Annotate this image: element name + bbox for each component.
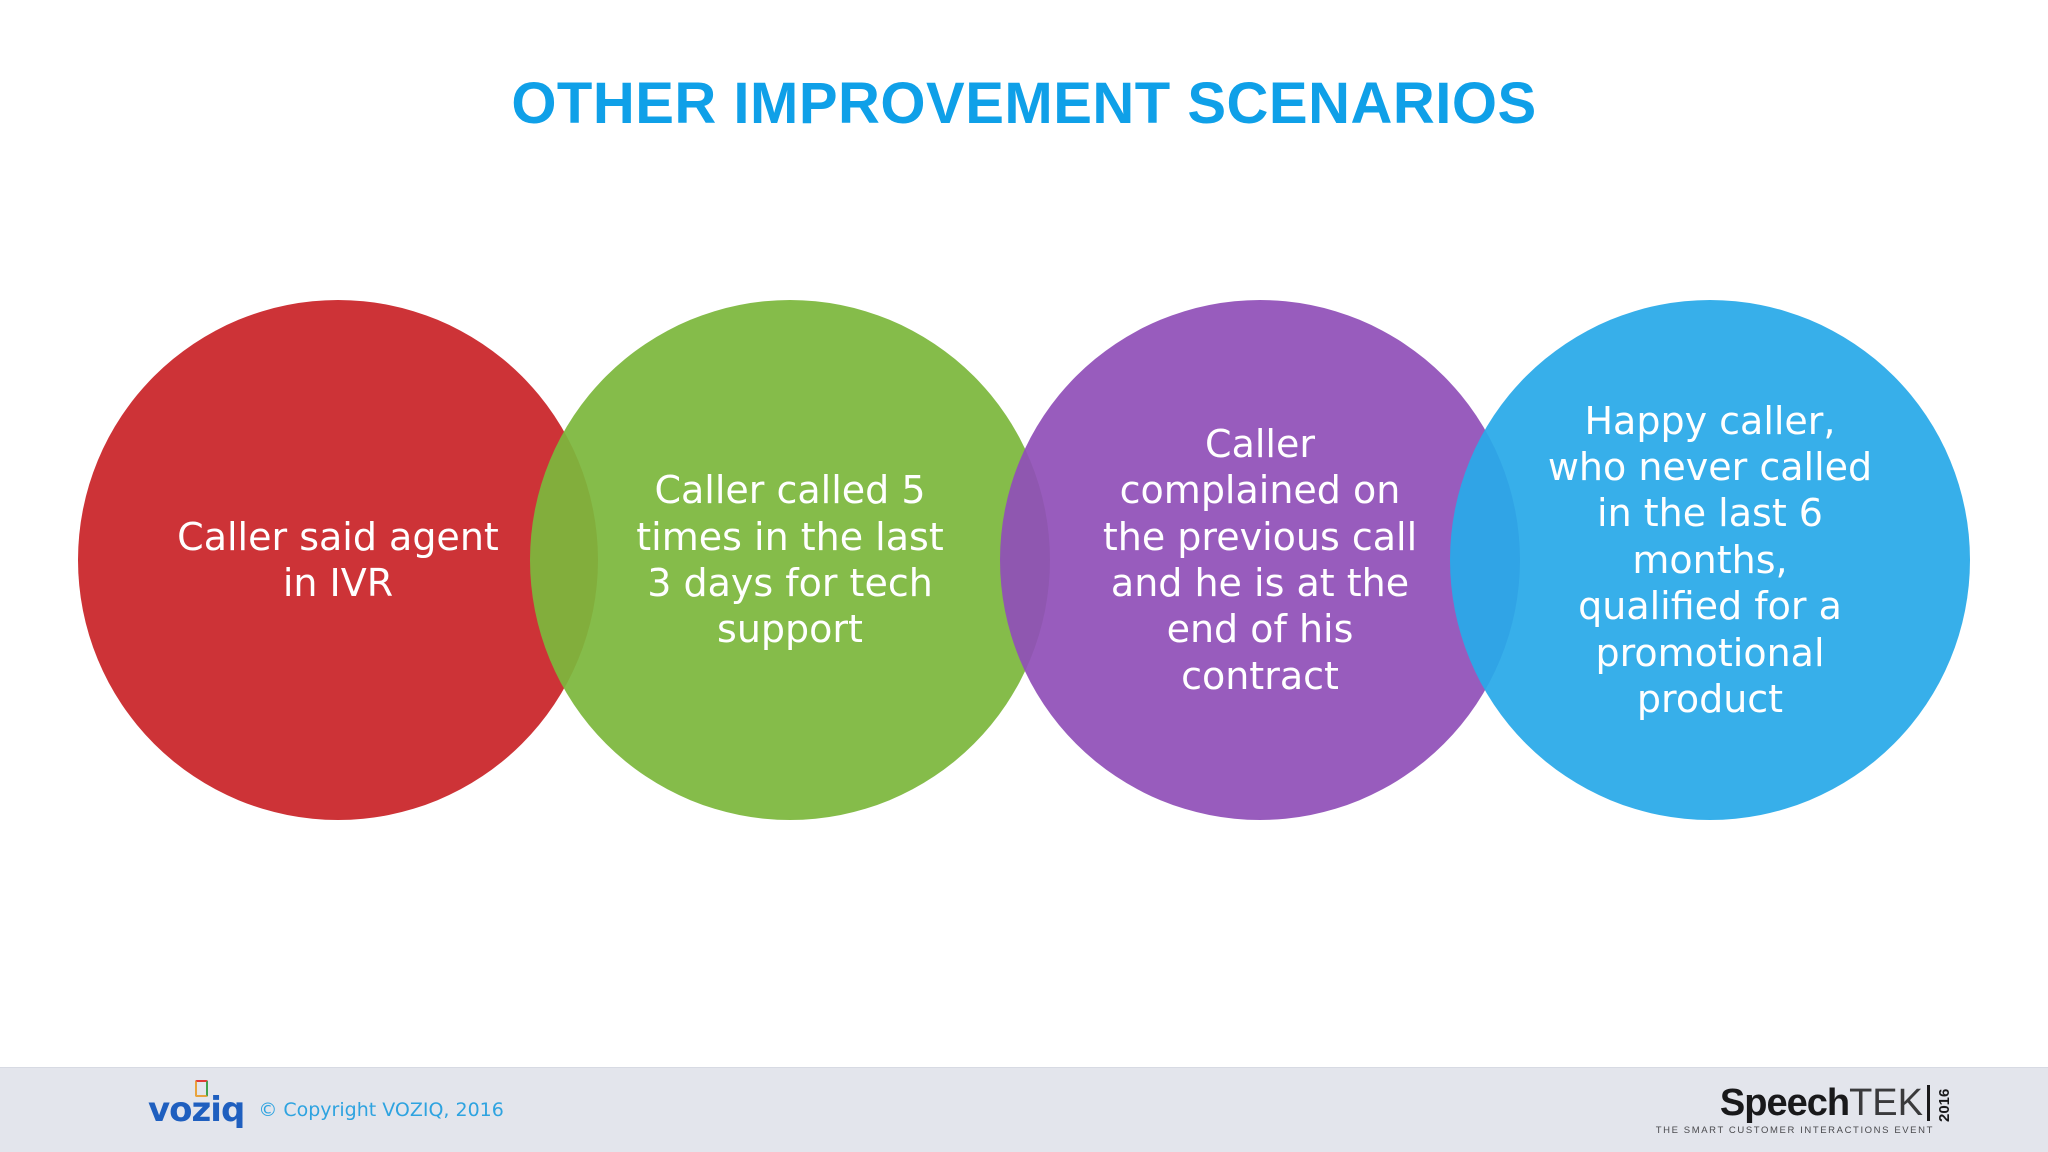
venn-circle-red-label: Caller said agent in IVR [177, 514, 499, 605]
venn-circle-green[interactable]: Caller called 5 times in the last 3 days… [530, 300, 1050, 820]
venn-diagram: Caller said agent in IVR Caller called 5… [0, 290, 2048, 830]
venn-circle-blue[interactable]: Happy caller, who never called in the la… [1450, 300, 1970, 820]
speechtek-light-part: TEK [1849, 1082, 1923, 1124]
speechtek-wordmark: Speech TEK 2016 [1656, 1082, 1953, 1124]
footer-left-group: voziq © Copyright VOZIQ, 2016 [148, 1080, 504, 1130]
footer-bar: voziq © Copyright VOZIQ, 2016 Speech TEK… [0, 1067, 2048, 1152]
venn-circle-blue-label: Happy caller, who never called in the la… [1547, 398, 1873, 721]
venn-circle-green-label: Caller called 5 times in the last 3 days… [636, 468, 944, 652]
speechtek-bold-part: Speech [1719, 1082, 1850, 1124]
voziq-logo: voziq [148, 1080, 245, 1130]
page-title: OTHER IMPROVEMENT SCENARIOS [511, 71, 1537, 136]
speechtek-year: 2016 [1936, 1088, 1953, 1122]
speechtek-divider-icon [1927, 1085, 1930, 1121]
speechtek-tagline: THE SMART CUSTOMER INTERACTIONS EVENT [1655, 1125, 1934, 1136]
venn-circle-purple-label: Caller complained on the previous call a… [1102, 421, 1418, 698]
venn-circle-red[interactable]: Caller said agent in IVR [78, 300, 598, 820]
voziq-square-icon [195, 1080, 208, 1097]
voziq-logo-text: voziq [148, 1090, 245, 1130]
speechtek-logo: Speech TEK 2016 THE SMART CUSTOMER INTER… [1655, 1082, 1953, 1136]
copyright-text: © Copyright VOZIQ, 2016 [258, 1099, 504, 1121]
venn-circle-purple[interactable]: Caller complained on the previous call a… [1000, 300, 1520, 820]
